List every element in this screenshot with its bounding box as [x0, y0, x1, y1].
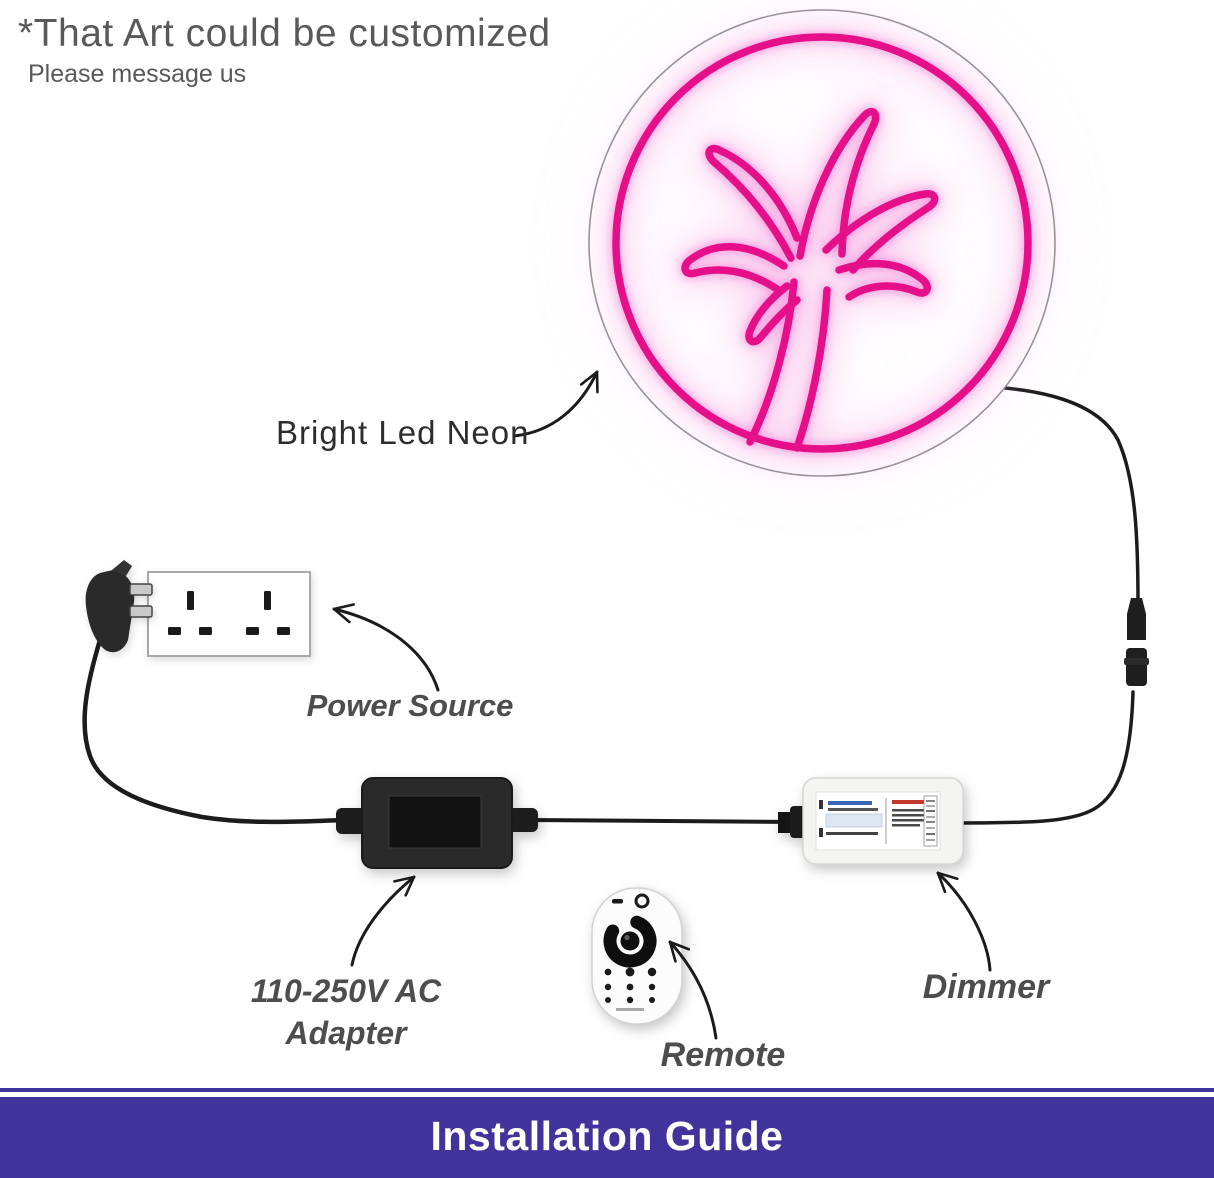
remote-minus-button	[612, 899, 623, 904]
remote-control	[591, 887, 683, 1025]
neon-ring	[612, 33, 1032, 453]
connector-to-neon-wire	[970, 384, 1140, 606]
remote-button-grid	[604, 967, 657, 1004]
dimmer-label	[815, 791, 941, 851]
dimmer-box	[778, 777, 964, 865]
adapter-to-dimmer-wire	[526, 818, 800, 824]
dimmer-label-barcode	[923, 795, 938, 847]
power-plug	[85, 560, 153, 653]
label-remote: Remote	[660, 1036, 786, 1074]
arrow-to-dimmer	[936, 871, 992, 972]
palm-tree-neon	[612, 33, 1032, 453]
wall-socket	[147, 571, 311, 657]
banner-top-strip	[0, 1088, 1214, 1092]
customization-subtitle: Please message us	[28, 60, 247, 88]
arrow-to-remote	[668, 940, 718, 1040]
ac-adapter	[336, 777, 538, 869]
label-adapter-line1: 110-250V AC	[250, 973, 442, 1009]
neon-backing-circle	[588, 9, 1056, 477]
remote-brand-text	[616, 1008, 644, 1011]
arrow-to-neon-sign	[512, 370, 599, 438]
label-dimmer: Dimmer	[922, 968, 1050, 1006]
remote-touch-wheel	[603, 915, 657, 968]
remote-power-button	[634, 893, 650, 909]
power-cord-wire	[82, 637, 353, 825]
dimmer-to-connector-wire	[958, 690, 1135, 825]
label-power-source: Power Source	[306, 688, 514, 723]
installation-guide-banner: Installation Guide	[0, 1097, 1214, 1178]
arrow-to-power-source	[332, 603, 440, 692]
label-adapter: 110-250V AC Adapter	[228, 970, 464, 1054]
label-bright-led-neon: Bright Led Neon	[276, 414, 530, 451]
label-adapter-line2: Adapter	[285, 1015, 407, 1051]
arrow-to-adapter	[350, 875, 416, 967]
customization-title: *That Art could be customized	[18, 12, 551, 55]
neon-sign	[588, 9, 1056, 477]
remote-wheel-center-button	[620, 931, 640, 951]
dc-connector	[1124, 598, 1149, 686]
